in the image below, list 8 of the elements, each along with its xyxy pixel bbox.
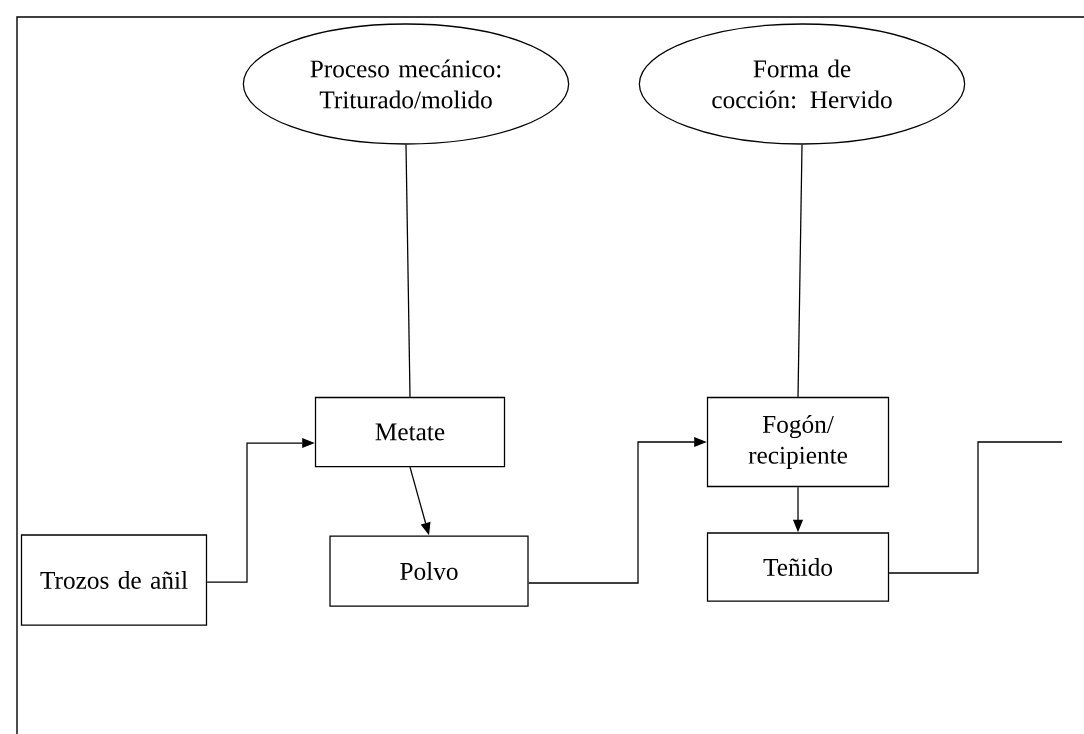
process-box: Polvo <box>329 535 529 607</box>
connector-line <box>797 144 803 398</box>
process-box: Metate <box>314 396 506 468</box>
connector-line <box>405 144 411 398</box>
process-box: Teñido <box>706 532 890 602</box>
process-box: Trozos de añil <box>20 534 208 626</box>
connector-line <box>888 441 1063 574</box>
process-box: Fogón/ recipiente <box>706 396 890 488</box>
